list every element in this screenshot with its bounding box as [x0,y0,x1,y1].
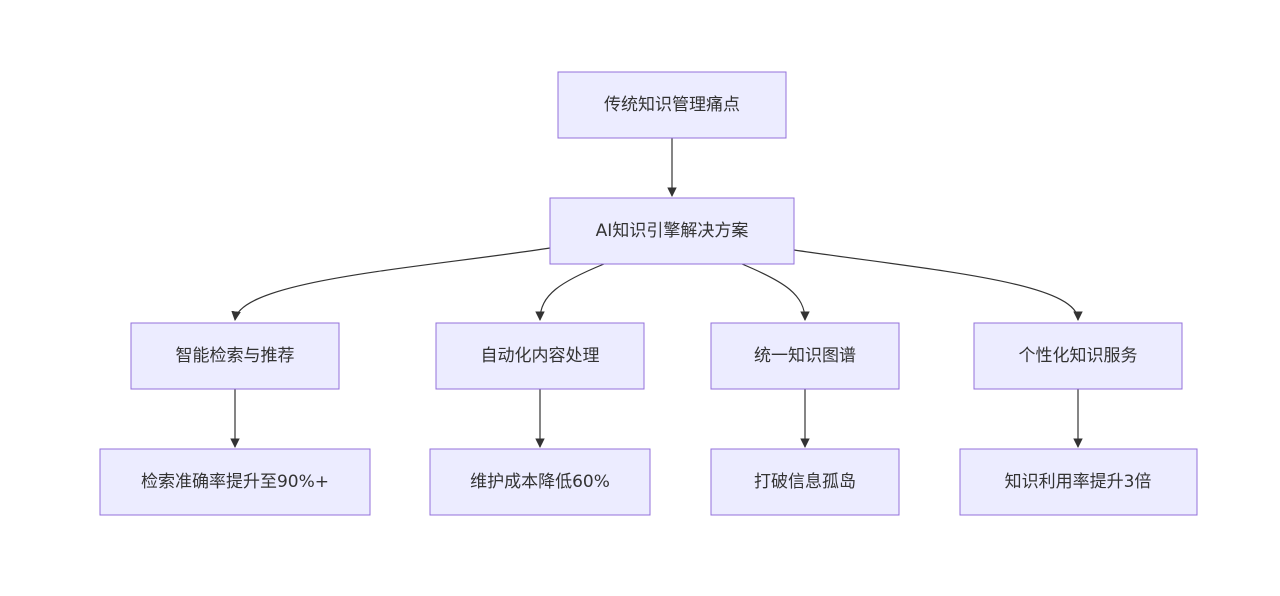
node-personal-label: 个性化知识服务 [1019,346,1138,366]
node-accuracy: 检索准确率提升至90%+ [99,448,371,516]
node-solution-label: AI知识引擎解决方案 [596,221,749,241]
node-usage-label: 知识利用率提升3倍 [1005,472,1152,492]
edge-solution-to-graph [741,263,810,321]
node-search-label: 智能检索与推荐 [176,346,295,366]
node-personal: 个性化知识服务 [973,322,1183,390]
node-graph: 统一知识图谱 [710,322,900,390]
node-cost-label: 维护成本降低60% [470,472,610,492]
node-cost: 维护成本降低60% [429,448,651,516]
node-search: 智能检索与推荐 [130,322,340,390]
node-graph-label: 统一知识图谱 [754,346,856,366]
edges [230,138,1083,448]
node-accuracy-label: 检索准确率提升至90%+ [141,472,329,492]
node-solution: AI知识引擎解决方案 [549,197,795,265]
edge-solution-to-personal [793,249,1083,321]
edge-solution-to-search [231,247,551,321]
edge-solution-to-automation [535,263,605,321]
node-usage: 知识利用率提升3倍 [959,448,1198,516]
node-automation: 自动化内容处理 [435,322,645,390]
node-silo-label: 打破信息孤岛 [754,472,856,492]
node-root: 传统知识管理痛点 [557,71,787,139]
node-root-label: 传统知识管理痛点 [604,95,740,115]
node-silo: 打破信息孤岛 [710,448,900,516]
node-automation-label: 自动化内容处理 [481,346,600,366]
